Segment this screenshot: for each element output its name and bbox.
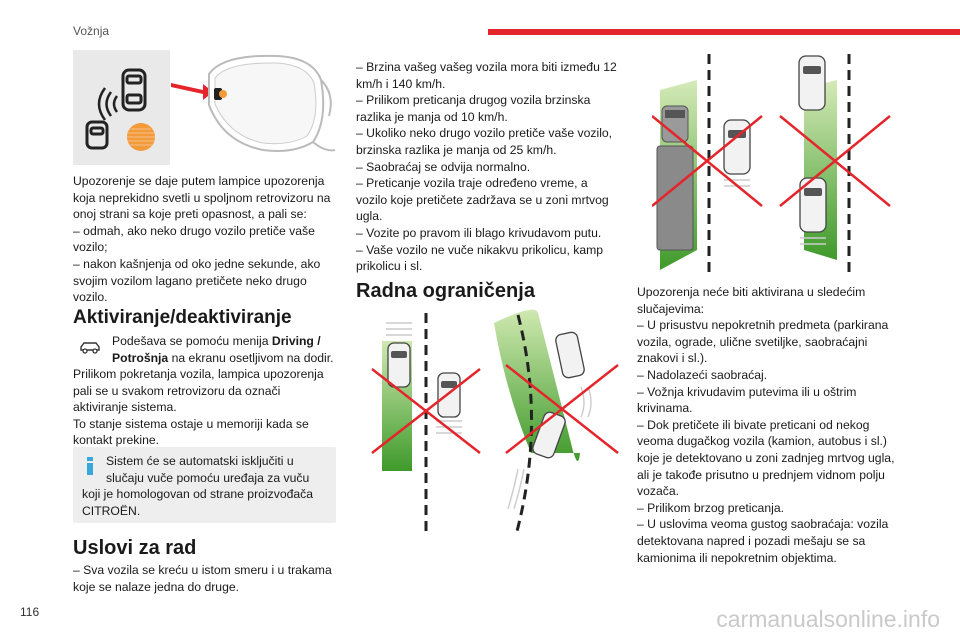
blind-spot-truck-illustration — [652, 50, 892, 278]
watermark: carmanualsonline.info — [716, 606, 940, 632]
mirror-warning-illustration — [73, 50, 338, 165]
menu-path-text: Podešava se pomoću menija Driving / Potr… — [112, 334, 334, 365]
section-title: Vožnja — [73, 24, 110, 38]
info-text: Sistem će se automatski isključiti u slu… — [82, 454, 314, 518]
header-accent-bar — [488, 29, 960, 35]
limits-list: Upozorenja neće biti aktivirana u sledeć… — [637, 285, 895, 565]
heading-conditions: Uslovi za rad — [73, 537, 197, 559]
page-number: 116 — [20, 605, 40, 619]
info-box — [73, 447, 336, 523]
intro-text: Upozorenje se daje putem lampice upozore… — [73, 174, 331, 305]
conditions-list: – Brzina vašeg vašeg vozila mora biti iz… — [356, 60, 617, 274]
activation-text: Prilikom pokretanja vozila, lampica upoz… — [73, 367, 324, 448]
blind-spot-curve-illustration — [366, 303, 626, 538]
info-icon — [85, 457, 95, 475]
conditions-text: – Sva vozila se kreću u istom smeru i u … — [73, 563, 332, 594]
heading-activation: Aktiviranje/deaktiviranje — [73, 307, 292, 328]
heading-limits: Radna ograničenja — [356, 280, 535, 302]
car-menu-icon — [79, 340, 101, 354]
